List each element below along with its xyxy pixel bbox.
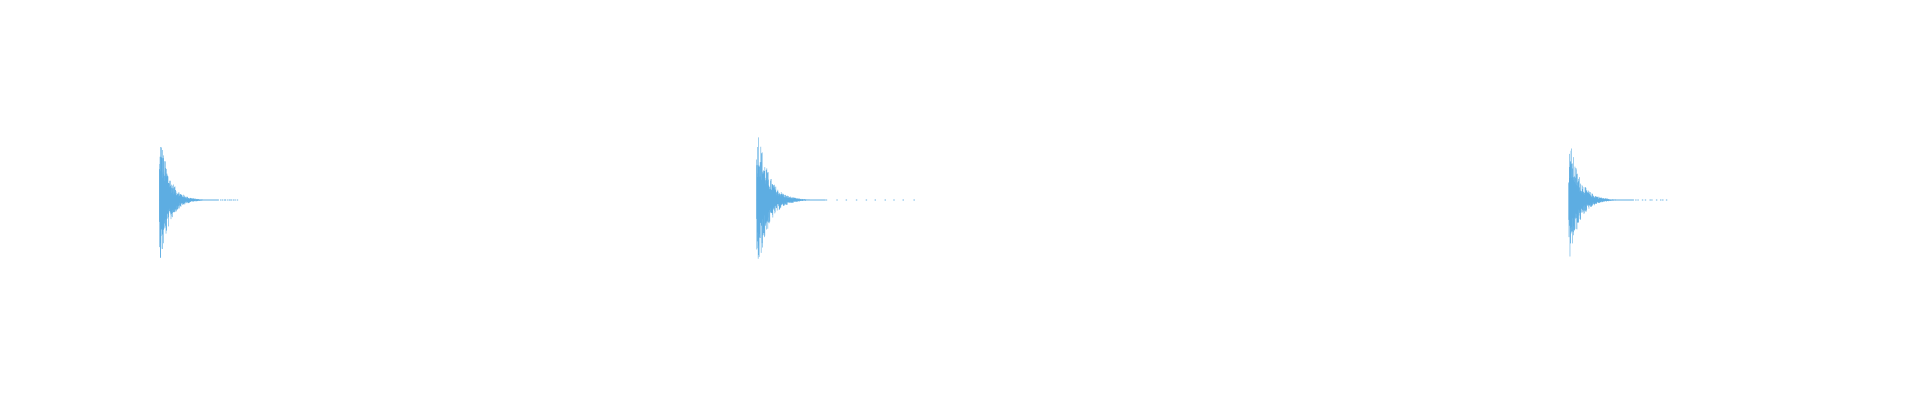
waveform-tail-dot <box>855 199 858 201</box>
waveform-tail-dot <box>913 199 915 201</box>
waveform-burst <box>159 147 220 259</box>
waveform-burst <box>756 137 826 259</box>
waveform-tail-dot <box>1665 199 1668 201</box>
waveform-tail-dot <box>221 199 224 201</box>
waveform-tail-dot <box>1655 199 1658 201</box>
waveform-tail-dot <box>229 199 231 201</box>
waveform-event-1 <box>159 147 239 259</box>
waveform-tail-dot <box>884 199 886 201</box>
waveform-burst <box>1568 148 1635 257</box>
waveform-tail-dot <box>1644 199 1647 201</box>
waveform-tail-dot <box>230 199 232 201</box>
waveform-tail-dot <box>1637 199 1639 201</box>
waveform-tail-dot <box>825 199 828 201</box>
waveform-tail-dot <box>845 199 848 201</box>
waveform-tail-dot <box>865 199 868 201</box>
waveform-tail-dot <box>232 199 235 201</box>
waveform-tail-dot <box>1641 199 1644 201</box>
waveform-tail-dot <box>1660 199 1662 201</box>
waveform-tail-dot <box>234 199 236 201</box>
waveform-tail-dot <box>1662 199 1664 201</box>
waveform-tail-dot <box>874 199 876 201</box>
waveform-tail-dot <box>1649 199 1651 201</box>
waveform-tail-dot <box>227 199 229 201</box>
waveform-tail-dot <box>236 199 239 201</box>
waveform-event-2 <box>756 137 915 259</box>
waveform-series <box>159 137 1668 259</box>
waveform-tail-dot <box>224 199 227 201</box>
waveform-tail-dot <box>224 199 226 201</box>
waveform-tail-dot <box>220 199 222 201</box>
waveform-tail-dot <box>893 199 895 201</box>
waveform-tail-dot <box>902 199 904 201</box>
waveform-event-3 <box>1568 148 1668 257</box>
waveform-tail-dot <box>836 199 838 201</box>
waveform-tail-dot <box>1635 199 1637 201</box>
waveform-tail-dot <box>1651 199 1653 201</box>
